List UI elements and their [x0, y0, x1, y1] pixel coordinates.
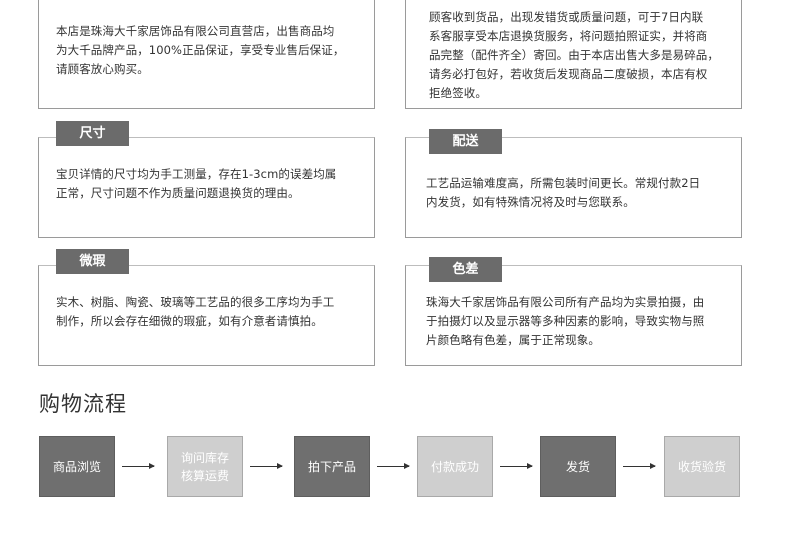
tab-flaw: 微瑕: [56, 249, 129, 274]
store-intro-text: 本店是珠海大千家居饰品有限公司直营店，出售商品均 为大千品牌产品，100%正品保…: [56, 24, 345, 76]
panel-shipping: 工艺品运输难度高，所需包装时间更长。常规付款2日 内发货，如有特殊情况将及时与您…: [405, 137, 742, 238]
tab-shipping: 配送: [429, 129, 502, 154]
flow-step-browse: 商品浏览: [39, 436, 115, 497]
flow-step-inquire: 询问库存 核算运费: [167, 436, 243, 497]
panel-color-diff: 珠海大千家居饰品有限公司所有产品均为实景拍摄，由 于拍摄灯以及显示器等多种因素的…: [405, 265, 742, 366]
color-diff-text: 珠海大千家居饰品有限公司所有产品均为实景拍摄，由 于拍摄灯以及显示器等多种因素的…: [426, 295, 705, 347]
flaw-text: 实木、树脂、陶瓷、玻璃等工艺品的很多工序均为手工 制作，所以会存在细微的瑕疵，如…: [56, 295, 335, 328]
shipping-text: 工艺品运输难度高，所需包装时间更长。常规付款2日 内发货，如有特殊情况将及时与您…: [426, 176, 701, 209]
panel-flaw: 实木、树脂、陶瓷、玻璃等工艺品的很多工序均为手工 制作，所以会存在细微的瑕疵，如…: [38, 265, 375, 366]
flow-arrow: [500, 463, 533, 469]
flow-arrow: [623, 463, 656, 469]
flow-arrow: [122, 463, 155, 469]
flow-step-order: 拍下产品: [294, 436, 370, 497]
size-text: 宝贝详情的尺寸均为手工测量，存在1-3cm的误差均属 正常，尺寸问题不作为质量问…: [56, 167, 337, 200]
flow-step-ship: 发货: [540, 436, 616, 497]
flow-step-payment: 付款成功: [417, 436, 493, 497]
tab-color-diff: 色差: [429, 257, 502, 282]
flow-arrow: [250, 463, 283, 469]
flow-arrow: [377, 463, 410, 469]
flow-step-receive: 收货验货: [664, 436, 740, 497]
panel-returns: 顾客收到货品，出现发错货或质量问题，可于7日内联 系客服享受本店退换货服务，将问…: [405, 0, 742, 109]
flow-title: 购物流程: [39, 392, 127, 416]
panel-size: 宝贝详情的尺寸均为手工测量，存在1-3cm的误差均属 正常，尺寸问题不作为质量问…: [38, 137, 375, 238]
panel-store-intro: 本店是珠海大千家居饰品有限公司直营店，出售商品均 为大千品牌产品，100%正品保…: [38, 0, 375, 109]
tab-size: 尺寸: [56, 121, 129, 146]
returns-text: 顾客收到货品，出现发错货或质量问题，可于7日内联 系客服享受本店退换货服务，将问…: [429, 10, 719, 100]
